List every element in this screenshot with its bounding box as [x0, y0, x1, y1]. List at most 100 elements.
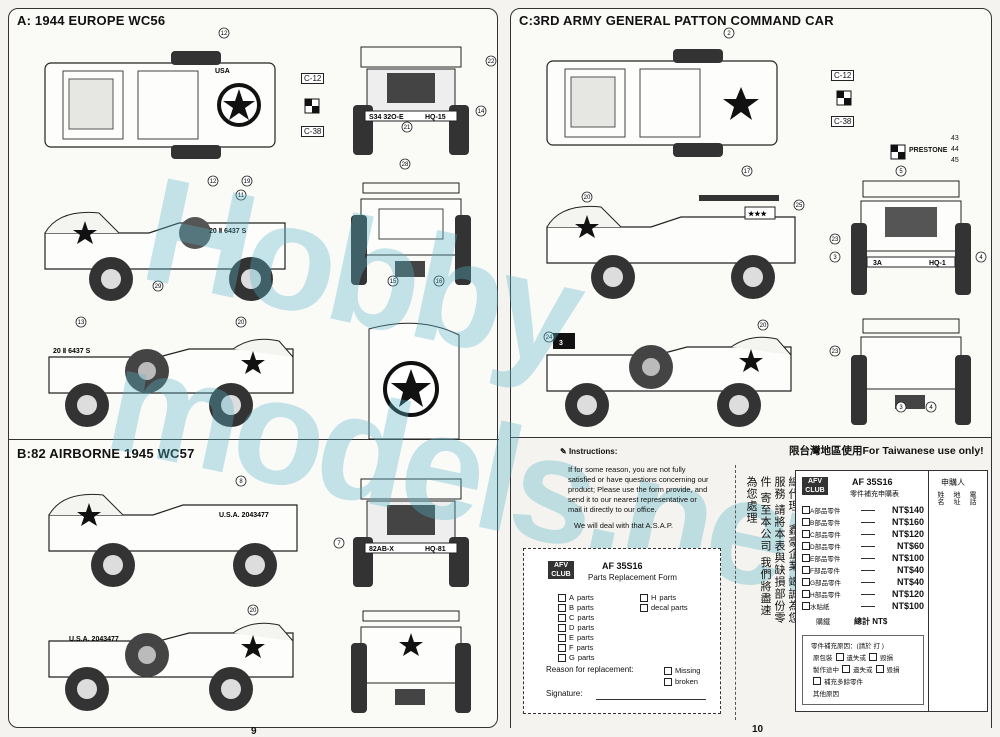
price-checkbox[interactable] — [802, 542, 810, 550]
applicant-phone: 電話 — [969, 491, 976, 505]
callout-c7: 3 — [833, 255, 837, 261]
bumper-decal-right-c: HQ-1 — [929, 260, 946, 267]
vehicle-rear-view-b — [351, 610, 471, 713]
price-checkbox[interactable] — [802, 566, 810, 574]
callout-14: 8 — [239, 479, 243, 485]
price-leader — [861, 569, 875, 571]
callout-6: 15 — [390, 279, 397, 285]
usa-serial-decal-b2: U.S.A. 2043477 — [69, 636, 119, 643]
tw-reason-title: 零件補充原因：(請於 打 ) — [811, 643, 884, 650]
price-checkbox[interactable] — [802, 578, 810, 586]
reason-missing[interactable]: Missing — [664, 666, 700, 675]
tw-reason-row-3[interactable]: 補充多餘零件 — [813, 676, 863, 686]
tw-checkbox-5[interactable] — [813, 677, 821, 685]
callout-c12: 3 — [899, 405, 903, 411]
callout-c3: 20 — [584, 195, 591, 201]
price-leader — [861, 581, 875, 583]
instructions-body: If for some reason, you are not fully sa… — [568, 465, 709, 514]
parts-replacement-form: AFV CLUB AF 35S16 Parts Replacement Form… — [523, 548, 721, 714]
parts-form-title: Parts Replacement Form — [588, 573, 677, 582]
checkbox-missing[interactable] — [664, 666, 672, 675]
tw-checkbox-2[interactable] — [869, 653, 877, 661]
price-item-name: A部品零件 — [810, 508, 841, 515]
price-row[interactable]: A部品零件 NT$140 — [802, 505, 924, 515]
checkbox-a[interactable] — [558, 593, 566, 602]
price-item-name: D部品零件 — [810, 544, 841, 551]
price-value: NT$100 — [891, 601, 924, 611]
part-row-decal[interactable]: decal parts — [640, 603, 688, 612]
price-checkbox[interactable] — [802, 506, 810, 514]
general-stars-plate: ★★★ — [748, 210, 768, 218]
price-checkbox[interactable] — [802, 554, 810, 562]
parts-form-model: AF 35S16 — [602, 561, 643, 571]
price-checkbox[interactable] — [802, 602, 810, 610]
page-number-right: 10 — [752, 724, 764, 735]
prestone-number-45: 45 — [951, 157, 959, 164]
prestone-chip-icon — [890, 144, 906, 160]
checkbox-c[interactable] — [558, 613, 566, 622]
instructions-closing: We will deal with that A.S.A.P. — [574, 521, 673, 530]
section-c-title: C:3RD ARMY GENERAL PATTON COMMAND CAR — [519, 13, 834, 28]
tw-checkbox-1[interactable] — [835, 653, 844, 661]
callout-16: 20 — [250, 608, 257, 614]
callout-c4: 25 — [796, 203, 803, 209]
callout-c13: 4 — [929, 405, 933, 411]
afv-club-logo-tw: AFV CLUB — [802, 477, 828, 495]
applicant-title: 申購人 — [941, 478, 965, 487]
callout-12: 19 — [244, 179, 251, 185]
price-checkbox[interactable] — [802, 590, 810, 598]
price-item-name: F部品零件 — [810, 568, 840, 575]
checkbox-broken[interactable] — [664, 677, 672, 686]
checkbox-decal[interactable] — [640, 603, 648, 612]
checkbox-f[interactable] — [558, 643, 566, 652]
tw-checkbox-4[interactable] — [875, 665, 884, 673]
taiwan-vertical-notice: 總代理：鑫豪企業 竭誠為您服務 請將本表與缺損部份零件 寄至本公司 我們將盡速為… — [745, 476, 799, 625]
tw-reason-row-2[interactable]: 製作途中遺失或毀損 — [813, 665, 900, 674]
price-row[interactable]: D部品零件 NT$60 — [802, 541, 924, 551]
tw-total-label: 購鐵 — [816, 619, 830, 626]
bumper-decal-right-b: HQ-81 — [425, 546, 446, 553]
reason-broken[interactable]: broken — [664, 677, 698, 686]
tw-total-sum: 總計 NT$ — [854, 617, 888, 626]
checkbox-g[interactable] — [558, 653, 566, 662]
checkbox-d[interactable] — [558, 623, 566, 632]
callout-c9: 24 — [546, 335, 553, 341]
signature-line[interactable] — [596, 699, 706, 700]
tw-reason-row-1[interactable]: 原包裝遺失或毀損 — [813, 653, 893, 662]
checkbox-h[interactable] — [640, 593, 648, 602]
code-c38-c: C-38 — [831, 116, 855, 127]
tw-checkbox-3[interactable] — [842, 665, 850, 673]
serial-decal-a: 20 Ⅱ 6437 S — [209, 227, 247, 235]
color-chip-icon — [304, 98, 320, 114]
checkbox-e[interactable] — [558, 633, 566, 642]
code-c12-a: C-12 — [301, 73, 325, 84]
price-value: NT$140 — [891, 505, 924, 515]
price-value: NT$60 — [896, 541, 924, 551]
price-checkbox[interactable] — [802, 518, 810, 526]
bumper-decal-right-a: HQ-15 — [425, 114, 446, 121]
price-checkbox[interactable] — [802, 530, 810, 538]
tw-reason-other: 其他原因 — [813, 691, 839, 698]
price-value: NT$100 — [891, 553, 924, 563]
vehicle-front-view-c: 3A HQ-1 — [851, 180, 971, 295]
tw-form-title: 零件補充申購表 — [850, 491, 899, 498]
cut-line-left — [735, 465, 736, 720]
vehicle-top-view-a: USA — [44, 51, 276, 159]
checkbox-b[interactable] — [558, 603, 566, 612]
